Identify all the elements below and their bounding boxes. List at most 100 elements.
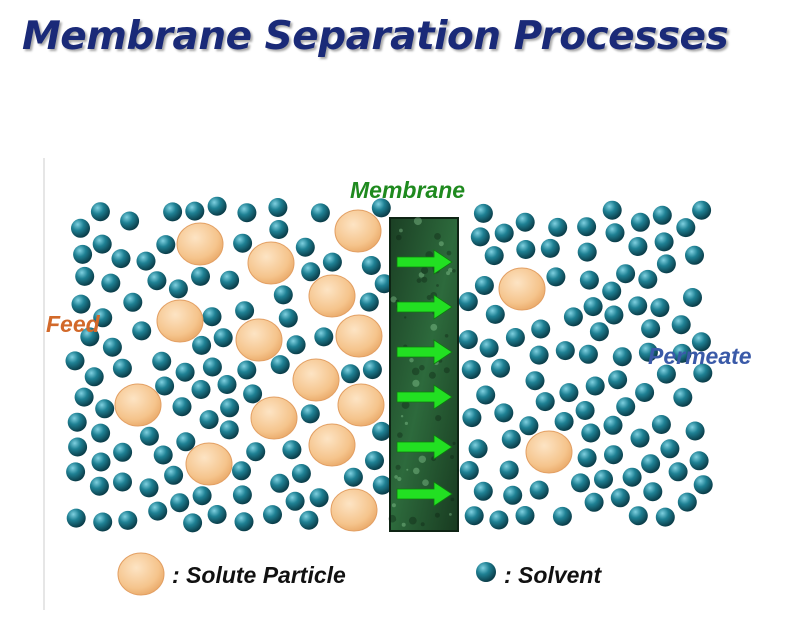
solvent-particle — [310, 203, 330, 223]
legend-solute-label: : Solute Particle — [172, 562, 346, 588]
solvent-particle — [183, 513, 203, 533]
solvent-particle — [677, 492, 697, 512]
solvent-particle — [217, 375, 237, 394]
membrane-speckle — [412, 379, 420, 387]
flow-arrows — [396, 249, 453, 507]
solvent-particle — [692, 200, 712, 220]
solvent-particle — [559, 383, 579, 403]
solvent-particle — [372, 475, 392, 495]
solvent-particle — [676, 218, 696, 238]
solvent-particle — [473, 203, 493, 223]
solvent-particle — [503, 485, 523, 505]
solvent-particle — [246, 442, 266, 462]
solvent-particle — [641, 454, 661, 474]
solvent-particle — [464, 506, 484, 526]
solvent-particle — [499, 460, 519, 480]
solvent-particle — [291, 464, 311, 483]
solvent-particle — [112, 358, 132, 378]
membrane-speckle — [419, 364, 425, 371]
solvent-particle — [525, 371, 545, 391]
solute-particle — [235, 318, 283, 362]
flow-arrow — [396, 481, 453, 507]
solvent-particle — [484, 246, 504, 266]
solvent-particle — [341, 364, 360, 384]
solvent-particle — [610, 488, 630, 508]
page-title: Membrane Separation Processes — [22, 14, 729, 59]
solvent-particle — [577, 242, 597, 262]
solute-particle — [337, 383, 385, 427]
membrane-speckle — [421, 276, 428, 283]
solvent-particle — [71, 218, 90, 238]
solvent-particle — [555, 341, 575, 361]
solvent-particle — [630, 212, 650, 232]
solvent-particle — [635, 383, 655, 402]
solvent-particle — [270, 355, 290, 375]
membrane-speckle — [450, 455, 454, 459]
solvent-particle — [656, 364, 676, 384]
solvent-particle — [583, 297, 603, 317]
membrane-speckle — [390, 296, 397, 303]
solvent-particle — [91, 452, 111, 472]
solvent-particle — [113, 472, 132, 492]
solute-particle — [292, 358, 340, 402]
solvent-particle — [207, 196, 227, 216]
flow-arrow — [396, 434, 453, 460]
solvent-particle — [468, 439, 488, 459]
solvent-particle — [685, 421, 705, 441]
solvent-particle — [113, 442, 133, 462]
solute-particle — [247, 241, 295, 285]
membrane-speckle — [443, 367, 450, 374]
solvent-particle — [220, 398, 240, 418]
membrane-speckle — [401, 401, 410, 409]
solvent-particle — [554, 412, 574, 431]
solvent-particle — [371, 198, 391, 218]
solvent-particle — [616, 397, 636, 417]
membrane-speckle — [450, 497, 455, 502]
membrane-speckle — [404, 421, 408, 425]
membrane-label: Membrane — [350, 177, 465, 203]
solvent-particle — [577, 448, 597, 468]
solvent-particle — [628, 237, 648, 256]
solute-particle — [330, 488, 378, 532]
solvent-particle — [459, 461, 479, 480]
solvent-particle — [164, 465, 184, 485]
solvent-particle — [575, 401, 595, 420]
solvent-particle — [515, 506, 535, 525]
solvent-particle — [322, 252, 342, 272]
solvent-particle — [191, 266, 210, 286]
solvent-particle — [84, 367, 104, 387]
solvent-particle — [581, 423, 601, 443]
solvent-particle — [176, 432, 196, 452]
solvent-particle — [630, 428, 650, 448]
solvent-particle — [691, 332, 711, 352]
solvent-particle — [234, 512, 254, 532]
solvent-particle — [295, 237, 315, 257]
solvent-particle — [529, 480, 549, 500]
solvent-particle — [270, 473, 290, 493]
solvent-particle — [89, 476, 109, 496]
solvent-particle — [192, 486, 212, 506]
solute-particle — [250, 396, 298, 440]
solvent-particle — [233, 233, 253, 253]
solvent-particle — [516, 240, 536, 259]
flow-arrow — [396, 384, 453, 410]
membrane-speckle — [452, 269, 456, 273]
solvent-particle — [101, 273, 121, 293]
solvent-particle — [66, 462, 86, 482]
solvent-particle — [584, 492, 604, 512]
solvent-particle — [90, 202, 110, 222]
solvent-particle — [671, 315, 691, 335]
solvent-particle — [548, 217, 568, 237]
membrane-speckle — [426, 295, 432, 300]
solvent-particle — [65, 351, 85, 371]
solvent-particle — [91, 423, 111, 443]
solvent-particle — [563, 307, 583, 327]
solvent-particle — [616, 264, 636, 284]
solvent-particle — [148, 501, 168, 521]
flow-arrow — [396, 339, 453, 365]
solvent-particle — [491, 358, 510, 378]
solvent-particle — [235, 301, 255, 321]
solute-particle — [334, 209, 382, 253]
solvent-particle — [655, 507, 675, 527]
